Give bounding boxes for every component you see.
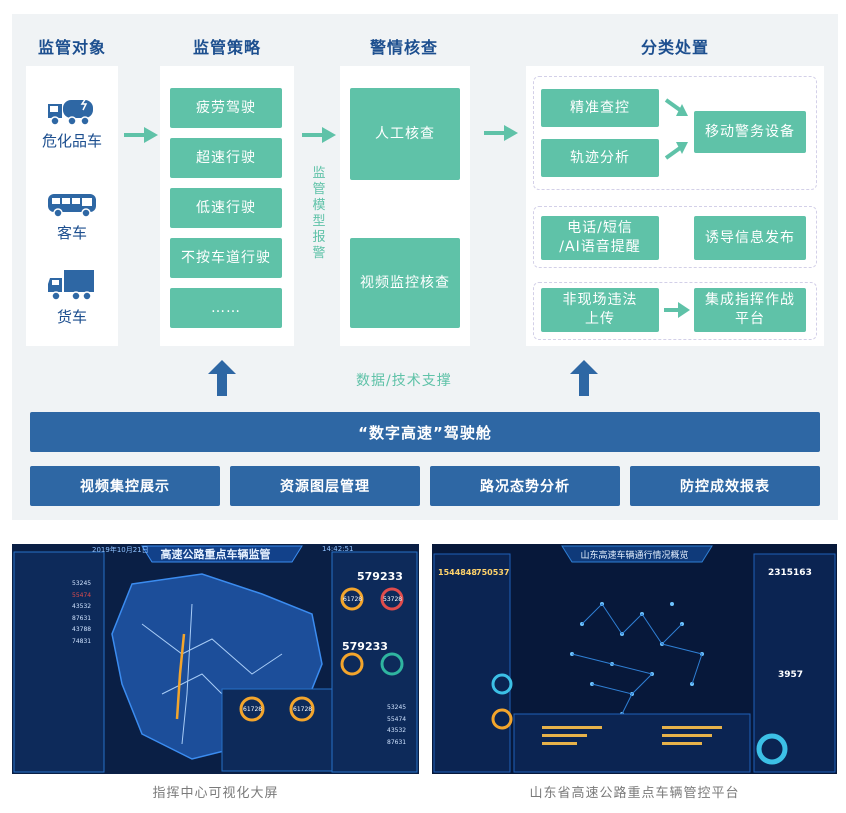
module-bar: 防控成效报表 bbox=[630, 466, 820, 506]
module-bar: 视频集控展示 bbox=[30, 466, 220, 506]
right-number: 2315163 bbox=[768, 568, 812, 578]
strategy-item: 疲劳驾驶 bbox=[170, 88, 282, 128]
column-title-strategy: 监管策略 bbox=[192, 38, 261, 57]
arrow-right-icon bbox=[302, 127, 336, 143]
arrow-up-icon bbox=[570, 360, 598, 396]
vehicle-label: 货车 bbox=[56, 308, 87, 326]
screenshot-caption: 指挥中心可视化大屏 bbox=[152, 786, 279, 801]
model-alert-label: 监管模型报警 bbox=[312, 166, 326, 261]
disposal-item: 移动警务设备 bbox=[694, 111, 806, 153]
arrow-up-icon bbox=[208, 360, 236, 396]
hazmat-truck-icon bbox=[48, 97, 93, 126]
control-platform-screenshot: 山东高速车辆通行情况概览 1544848 750537 2315163 3957 bbox=[432, 544, 837, 774]
dashboard-graphic bbox=[12, 544, 419, 774]
arrow-right-icon bbox=[664, 302, 690, 318]
ring-value: 61728 bbox=[293, 706, 313, 713]
ring-value: 61728 bbox=[343, 596, 363, 603]
column-title-objects: 监管对象 bbox=[37, 38, 106, 57]
screen-title: 山东高速车辆通行情况概览 bbox=[580, 551, 689, 561]
right-number: 3957 bbox=[778, 670, 804, 680]
vehicle-label: 危化品车 bbox=[41, 132, 102, 150]
column-title-disposal: 分类处置 bbox=[640, 38, 709, 57]
module-bar: 资源图层管理 bbox=[230, 466, 420, 506]
screen-big-number: 579233 bbox=[357, 570, 403, 583]
screen-table-values-right: 53245 55474 43532 87631 bbox=[387, 704, 407, 746]
disposal-item: 集成指挥作战 平台 bbox=[694, 288, 806, 332]
disposal-item: 精准查控 bbox=[541, 89, 659, 127]
counter: 750537 bbox=[476, 568, 510, 577]
screenshot-caption: 山东省高速公路重点车辆管控平台 bbox=[529, 786, 740, 801]
bus-icon bbox=[48, 194, 96, 218]
module-bar: 路况态势分析 bbox=[430, 466, 620, 506]
disposal-group bbox=[533, 206, 817, 268]
screen-big-number-2: 579233 bbox=[342, 640, 388, 653]
support-label: 数据/技术支撑 bbox=[356, 373, 452, 389]
check-item: 视频监控核查 bbox=[350, 238, 460, 328]
disposal-item: 电话/短信 /AI语音提醒 bbox=[541, 216, 659, 260]
check-item: 人工核查 bbox=[350, 88, 460, 180]
counter: 1544848 bbox=[438, 568, 477, 577]
screen-date: 2019年10月21日 bbox=[92, 546, 149, 554]
command-center-screenshot: 高速公路重点车辆监管 2019年10月21日 14:42:51 579233 5… bbox=[12, 544, 419, 774]
disposal-item: 轨迹分析 bbox=[541, 139, 659, 177]
disposal-group bbox=[533, 76, 817, 190]
screen-time: 14:42:51 bbox=[322, 545, 354, 553]
cargo-truck-icon bbox=[48, 270, 94, 301]
strategy-item: 超速行驶 bbox=[170, 138, 282, 178]
cockpit-bar: “数字高速”驾驶舱 bbox=[30, 412, 820, 452]
strategy-item: 低速行驶 bbox=[170, 188, 282, 228]
disposal-item: 诱导信息发布 bbox=[694, 216, 806, 260]
strategy-item: 不按车道行驶 bbox=[170, 238, 282, 278]
ring-value: 61728 bbox=[243, 706, 263, 713]
strategy-item: …… bbox=[170, 288, 282, 328]
platform-graphic bbox=[432, 544, 837, 774]
disposal-group bbox=[533, 282, 817, 340]
vehicle-bus: 客车 bbox=[26, 190, 118, 243]
vehicle-truck: 货车 bbox=[26, 268, 118, 327]
vehicle-hazmat: 危化品车 bbox=[26, 96, 118, 151]
arrow-right-icon bbox=[124, 127, 158, 143]
vehicle-label: 客车 bbox=[56, 224, 87, 242]
arrow-up-right-icon bbox=[664, 142, 688, 160]
screen-title: 高速公路重点车辆监管 bbox=[160, 548, 271, 561]
arrow-right-icon bbox=[484, 125, 518, 141]
ring-value: 53728 bbox=[383, 596, 403, 603]
column-title-alert: 警情核查 bbox=[369, 38, 438, 57]
screen-table-values: 53245 55474 43532 87631 43788 74831 bbox=[72, 580, 92, 645]
arrow-down-right-icon bbox=[664, 98, 688, 116]
disposal-item: 非现场违法 上传 bbox=[541, 288, 659, 332]
